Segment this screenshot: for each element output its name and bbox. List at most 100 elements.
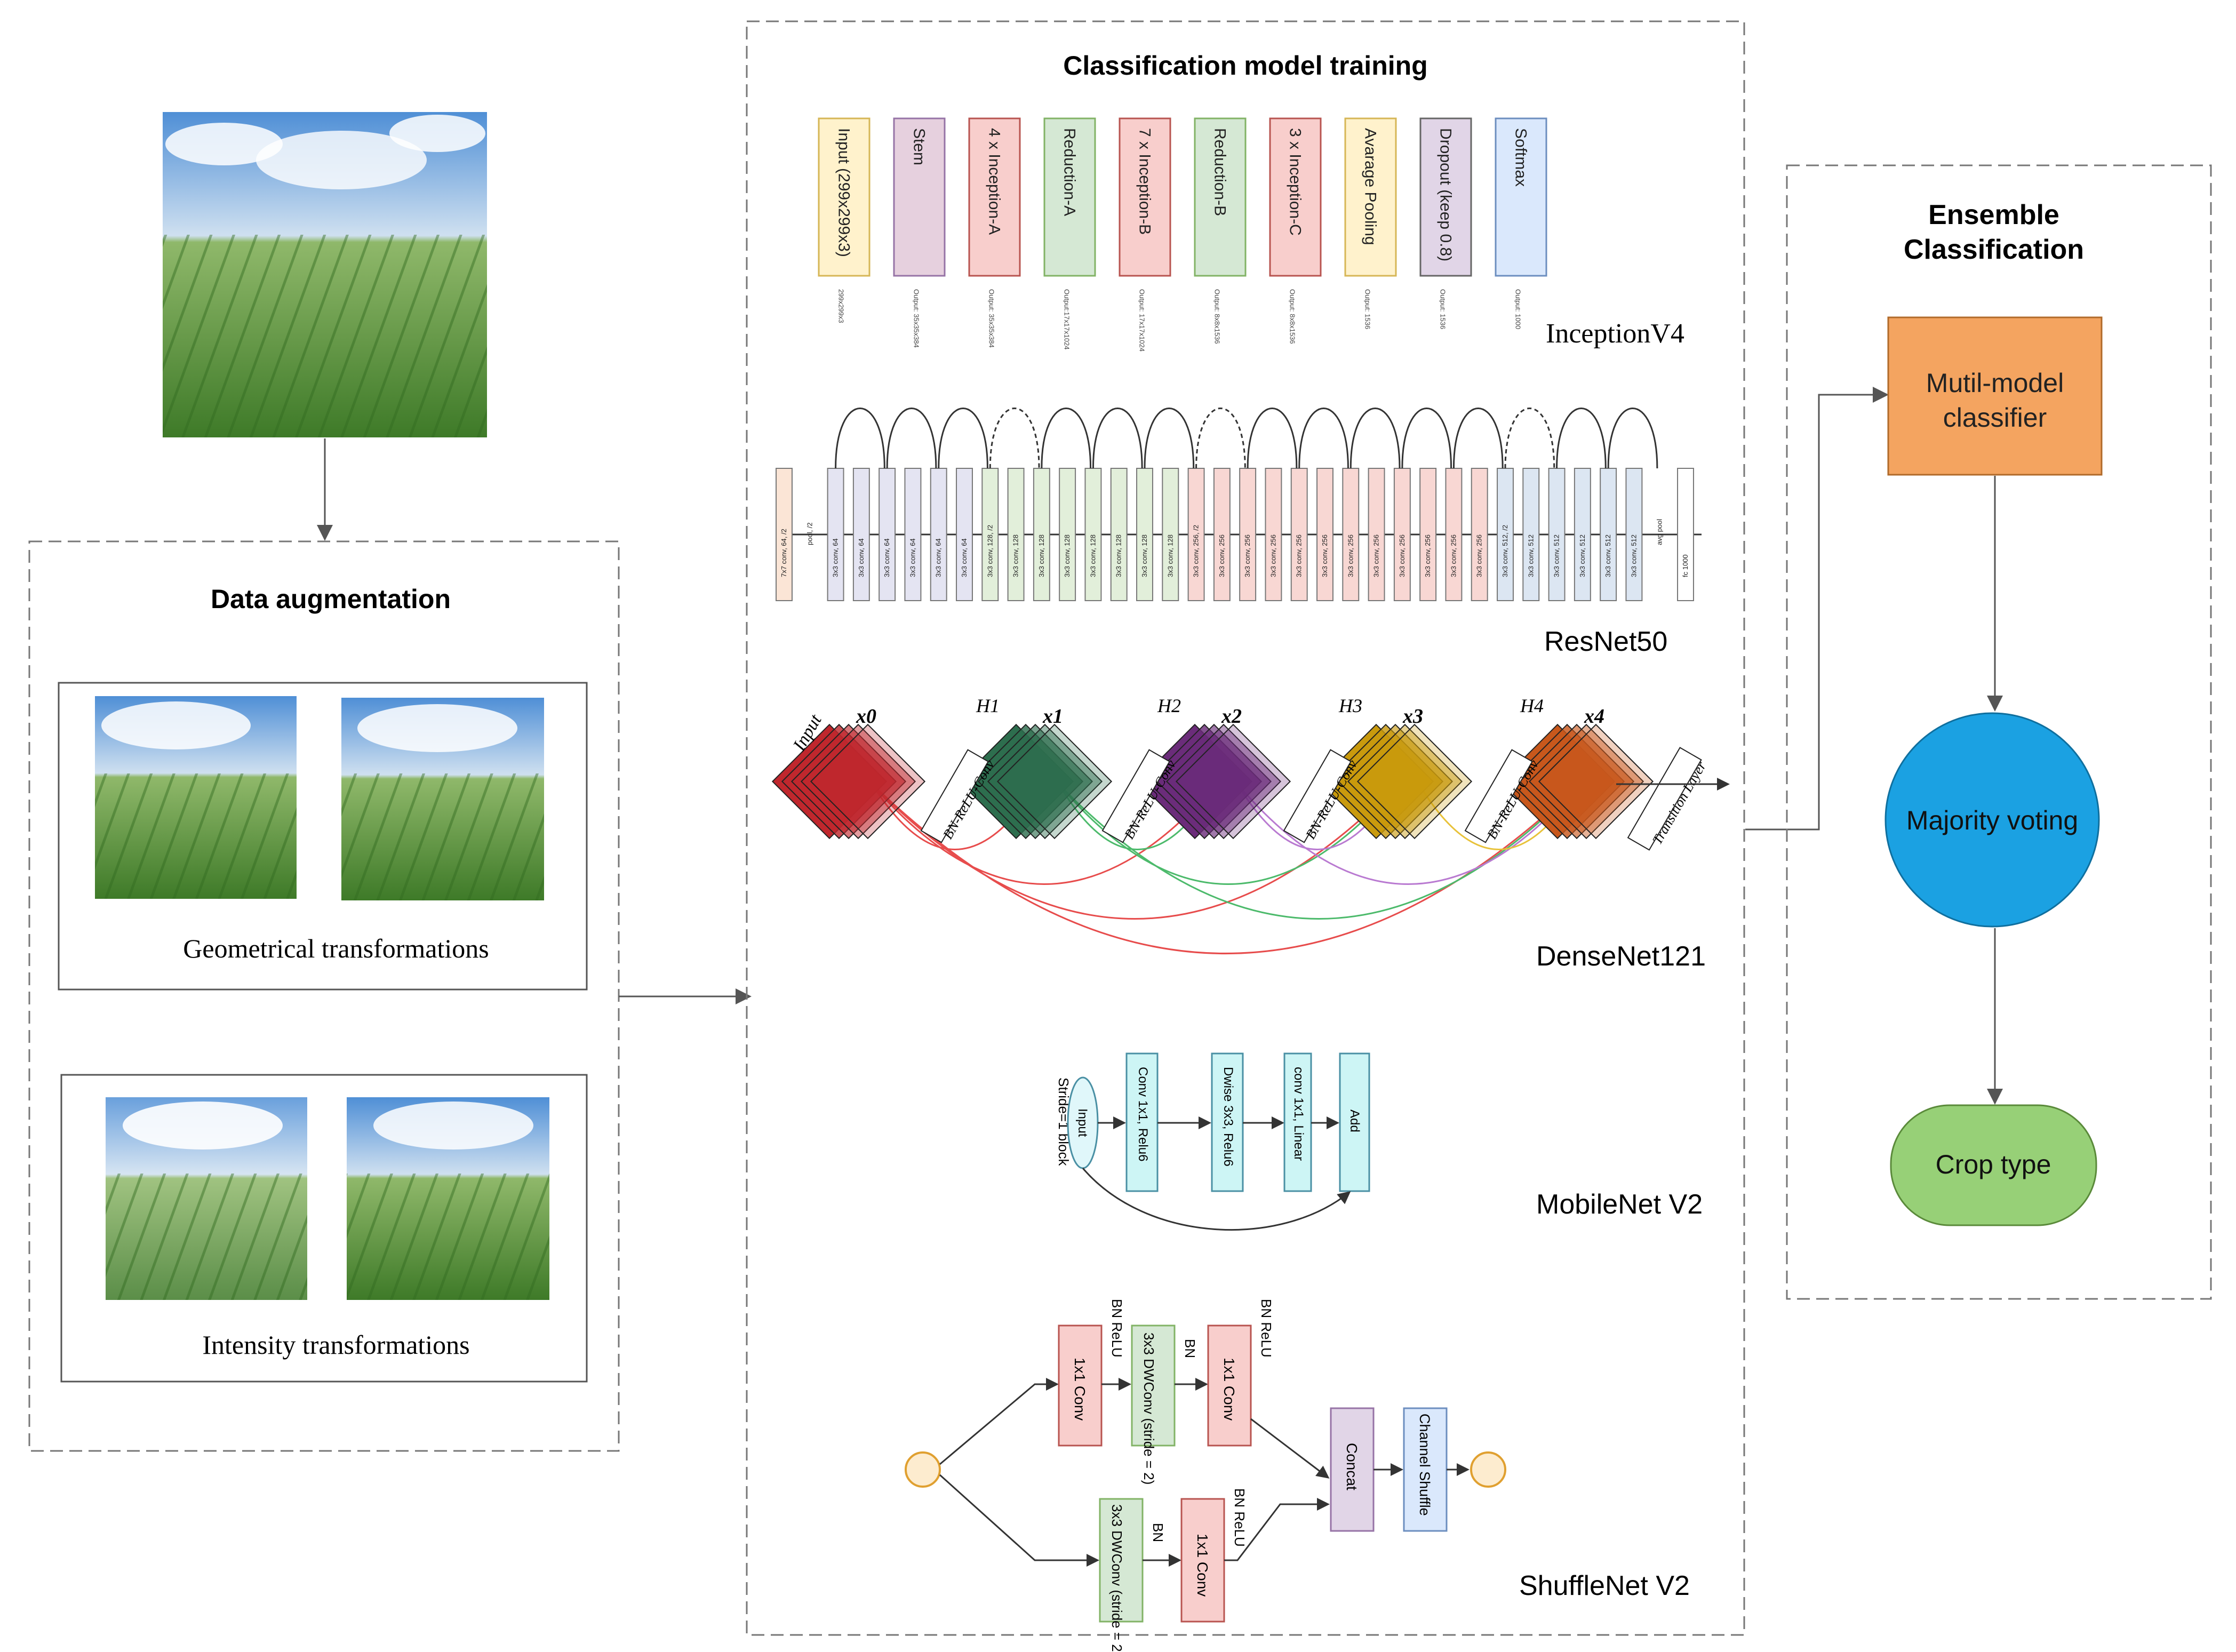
resnet-layer-24: [1368, 468, 1385, 601]
shufflenet-top-bnrelu1-label: BN ReLU: [1109, 1299, 1125, 1358]
resnet-layer-9-label: 3x3 conv, 128, /2: [986, 525, 994, 577]
resnet50-label: ResNet50: [1544, 626, 1667, 657]
inception-block-8-output: Output: 1536: [1364, 289, 1372, 329]
mobilenet-block-3-label: conv 1x1, Linear: [1291, 1067, 1306, 1161]
arrow-training-to-ensemble: [1745, 387, 1889, 831]
resnet-skip-6: [1092, 408, 1143, 469]
shufflenet-bottom-bnrelu-label: BN ReLU: [1232, 1488, 1248, 1547]
source-field-photo: [163, 112, 487, 437]
resnet-layer-19: [1239, 468, 1257, 601]
resnet-layer-22-label: 3x3 conv, 256: [1321, 534, 1329, 577]
shufflenet-input-node: [905, 1451, 941, 1488]
inception-block-2: [893, 117, 946, 277]
densenet-x-label-3: x3: [1402, 705, 1423, 728]
shufflenet-concat: [1330, 1407, 1375, 1532]
densenet-block-0-layer-5: [810, 723, 926, 840]
resnet-skip-2: [886, 408, 937, 469]
inception-block-8: [1344, 117, 1397, 277]
resnet-layer-3-label: 3x3 conv, 64: [832, 538, 840, 577]
ensemble-panel: Ensemble Classification Mutil-model clas…: [1786, 164, 2212, 1300]
shufflenet-concat-label: Concat: [1344, 1443, 1360, 1490]
resnet-layer-26: [1419, 468, 1437, 601]
resnet-layer-25: [1393, 468, 1411, 601]
resnet-skip-11: [1349, 408, 1401, 469]
geometric-photo-1: [95, 696, 297, 899]
geometric-label: Geometrical transformations: [183, 933, 489, 963]
densenet-conv-box-4: [1464, 749, 1533, 843]
shufflenet-bottom-dwconv: [1099, 1498, 1144, 1623]
resnet-layer-23: [1342, 468, 1360, 601]
resnet-layer-14: [1110, 468, 1128, 601]
intensity-photo-2: [347, 1097, 549, 1300]
densenet121-label: DenseNet121: [1536, 941, 1706, 972]
densenet-h-label-2: H2: [1157, 695, 1181, 716]
inception-block-5-output: Output: 17x17x1024: [1138, 289, 1146, 352]
shufflenet-top-conv2-label: 1x1 Conv: [1221, 1358, 1237, 1420]
mobilenet-block-3: [1283, 1052, 1312, 1192]
shufflenet-top-bn-label: BN: [1182, 1339, 1198, 1358]
shufflenet-bottom-dwconv-label: 3x3 DWConv (stride = 2): [1109, 1504, 1125, 1652]
densenet-x-label-0: x0: [856, 705, 876, 728]
mobilenet-add-label: Add: [1347, 1110, 1362, 1132]
resnet-layer-23-label: 3x3 conv, 256: [1346, 534, 1354, 577]
inception-block-9-output: Output: 1536: [1439, 289, 1447, 329]
resnet-layer-6: [904, 468, 922, 601]
densenet-block-4-layer-3: [1519, 723, 1635, 840]
densenet-conv-box-1: [920, 749, 989, 843]
shufflenet-top-dwconv: [1131, 1324, 1176, 1447]
resnet-skip-12: [1401, 408, 1452, 469]
inception-block-10: [1495, 117, 1547, 277]
inception-block-4-output: Output:17x17x1024: [1063, 289, 1071, 349]
densenet-x-label-2: x2: [1221, 705, 1242, 728]
geometric-photo-2: [341, 698, 544, 900]
resnet-layer-10: [1007, 468, 1025, 601]
mobilenet-residual: [1082, 1168, 1351, 1231]
shufflenet-top-bnrelu2-label: BN ReLU: [1258, 1299, 1274, 1358]
inceptionv4-label: InceptionV4: [1546, 318, 1684, 349]
inception-block-6-output: Output: 8x8x1536: [1213, 289, 1221, 344]
shufflenet-bottom-conv-label: 1x1 Conv: [1194, 1534, 1211, 1597]
densenet-connection-3: [871, 783, 1399, 920]
mobilenet-block-1-label: Conv 1x1, Relu6: [1136, 1067, 1150, 1161]
inception-block-3-output: Output: 35x35x384: [988, 289, 996, 348]
resnet-layer-25-label: 3x3 conv, 256: [1398, 534, 1406, 577]
shufflenet-bottom-conv: [1180, 1498, 1225, 1623]
training-title: Classification model training: [1063, 51, 1427, 81]
resnet-layer-3: [827, 468, 844, 601]
resnet-layer-21-label: 3x3 conv, 256: [1295, 534, 1303, 577]
inception-block-3: [968, 117, 1021, 277]
resnet-layer-8-label: 3x3 conv, 64: [960, 538, 968, 577]
shufflenet-arrow-top-concat: [1250, 1418, 1330, 1479]
resnet-layer-13-label: 3x3 conv, 128: [1089, 534, 1097, 577]
resnet-layer-12: [1059, 468, 1076, 601]
densenet-block-1-layer-3: [977, 723, 1093, 840]
resnet-layer-1: [776, 468, 793, 601]
resnet-layer-19-label: 3x3 conv, 256: [1243, 534, 1251, 577]
densenet-block-3-layer-5: [1356, 723, 1473, 840]
resnet-skip-8: [1195, 408, 1246, 469]
ensemble-title-line1: Ensemble: [1928, 199, 2059, 230]
data-augmentation-title: Data augmentation: [211, 584, 451, 614]
densenet-block-3-layer-4: [1347, 723, 1463, 840]
shufflenet-bottom-bn-label: BN: [1150, 1523, 1166, 1542]
ensemble-title-line2: Classification: [1904, 234, 2084, 265]
resnet-skip-16: [1607, 408, 1658, 469]
inception-block-7-output: Output: 8x8x1536: [1289, 289, 1297, 344]
densenet-block-2-layer-4: [1165, 723, 1282, 840]
inception-block-7-label: 3 x Inception-C: [1287, 128, 1304, 236]
densenet-block-4-layer-4: [1528, 723, 1644, 840]
shufflenet-arrow-bottom-concat: [1224, 1498, 1330, 1561]
densenet-block-1-layer-4: [987, 723, 1103, 840]
inception-block-7: [1269, 117, 1322, 277]
densenet-block-4-layer-5: [1538, 723, 1654, 840]
resnet-layer-26-label: 3x3 conv, 256: [1424, 534, 1432, 577]
inception-block-9: [1419, 117, 1472, 277]
resnet-layer-28-label: 3x3 conv, 256: [1475, 534, 1483, 577]
resnet-layer-30: [1522, 468, 1540, 601]
inception-block-10-label: Softmax: [1512, 128, 1530, 187]
mobilenet-input-label: Input: [1075, 1108, 1090, 1137]
